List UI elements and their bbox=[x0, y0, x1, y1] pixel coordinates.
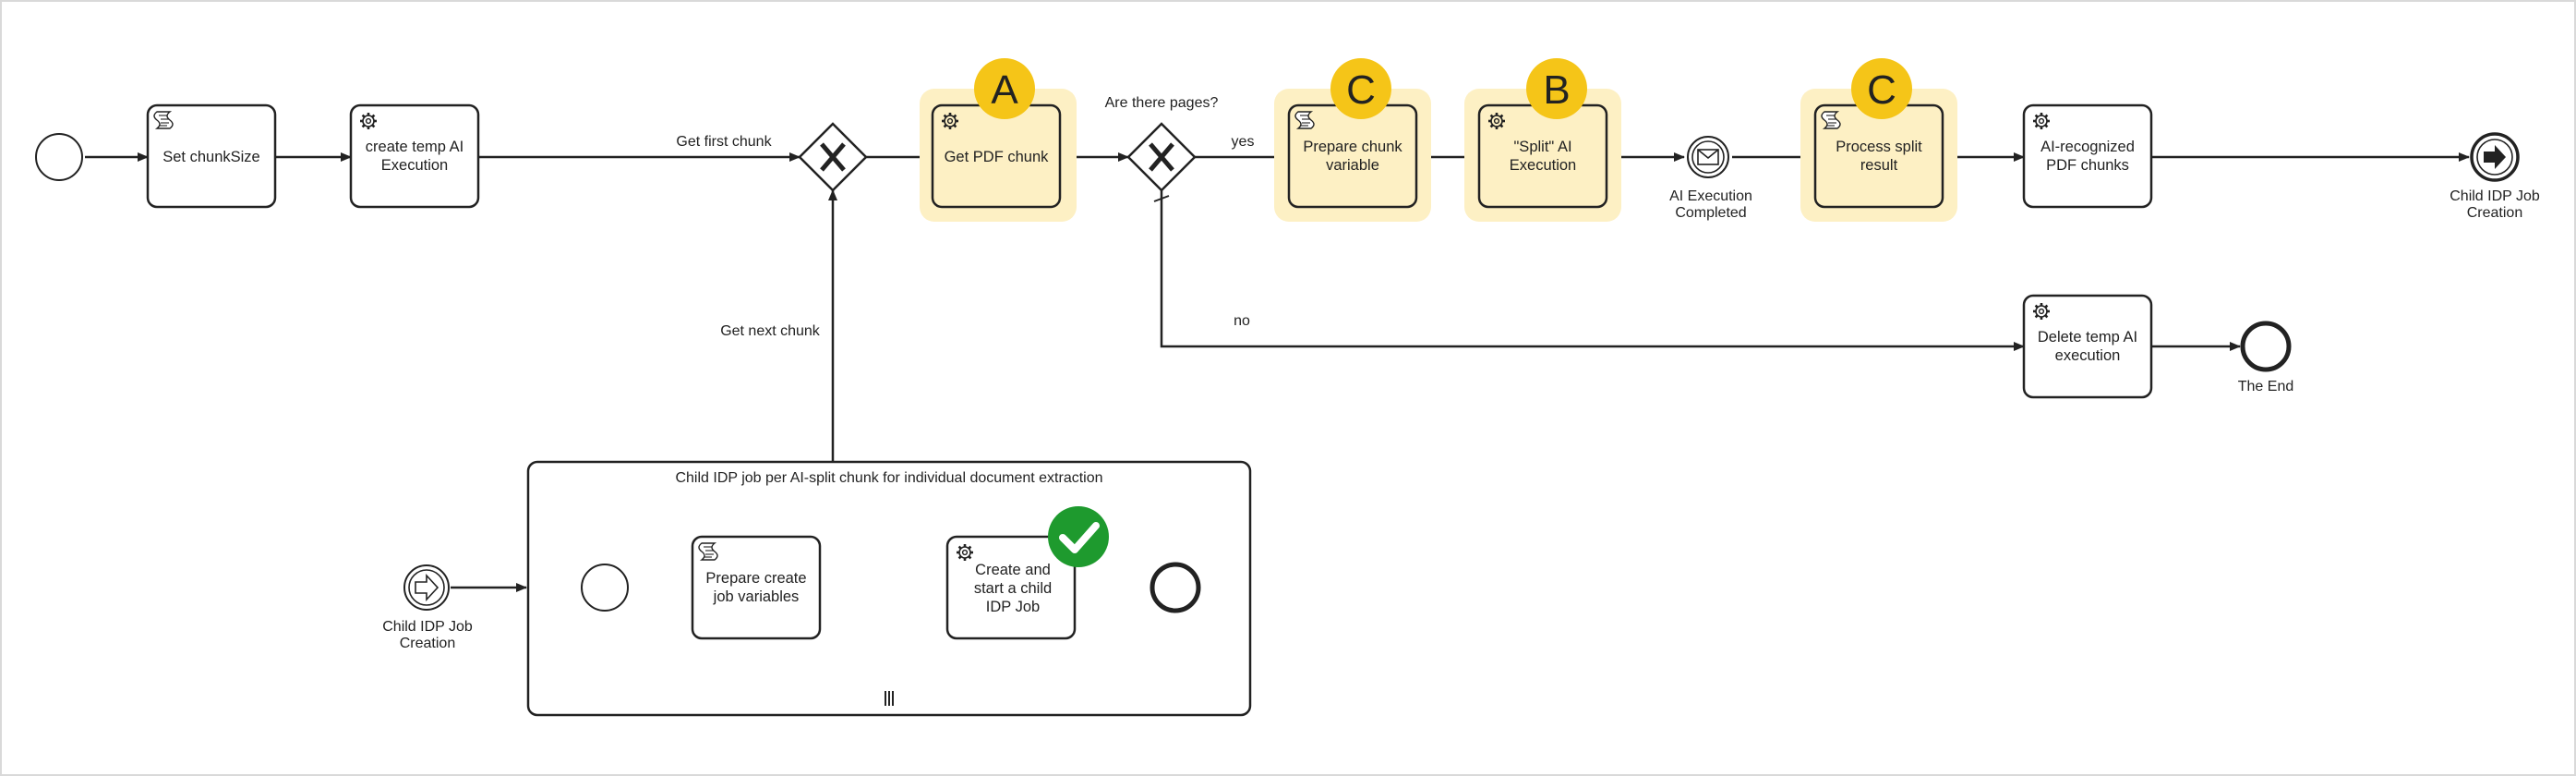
gateway-label: Are there pages? bbox=[1105, 95, 1219, 111]
subprocess-child-idp-job[interactable]: Child IDP job per AI-split chunk for ind… bbox=[526, 460, 1252, 717]
task-prepare-chunk-variable[interactable]: Prepare chunk variable C bbox=[1274, 58, 1431, 222]
subprocess-start-event[interactable] bbox=[581, 564, 629, 612]
task-label-line-1: AI-recognized bbox=[2040, 139, 2135, 155]
task-ai-recognized-pdf-chunks[interactable]: AI-recognized PDF chunks bbox=[2022, 103, 2153, 209]
flow-label-no: no bbox=[1234, 313, 1250, 329]
task-label-line-2: job variables bbox=[713, 588, 800, 605]
event-child-idp-job-creation-start[interactable] bbox=[403, 564, 450, 611]
task-label-line-2: variable bbox=[1326, 157, 1379, 174]
task-process-split-result[interactable]: Process split result C bbox=[1800, 58, 1957, 222]
flow-label-get-first-chunk: Get first chunk bbox=[676, 134, 772, 150]
task-label-line-1: Process split bbox=[1836, 139, 1922, 155]
task-label-line-2: result bbox=[1860, 157, 1898, 174]
badge-label: A bbox=[991, 67, 1018, 113]
check-icon bbox=[1048, 506, 1109, 567]
task-label-line-2: PDF chunks bbox=[2046, 157, 2129, 174]
event-label-line-1: AI Execution bbox=[1669, 188, 1752, 204]
event-label-line-1: Child IDP Job bbox=[382, 619, 473, 635]
event-child-idp-job-creation-end[interactable] bbox=[2470, 132, 2520, 182]
task-label: Get PDF chunk bbox=[945, 149, 1050, 165]
task-label-line-2: start a child bbox=[974, 580, 1052, 597]
badge-c bbox=[1330, 58, 1391, 119]
task-label: Set chunkSize bbox=[163, 149, 259, 165]
task-get-pdf-chunk[interactable]: Get PDF chunk A bbox=[920, 58, 1077, 222]
parallel-multi-instance-icon bbox=[885, 691, 894, 706]
task-prepare-create-job-variables[interactable]: Prepare create job variables bbox=[691, 535, 822, 640]
envelope-icon bbox=[1697, 149, 1719, 165]
task-set-chunk-size[interactable]: Set chunkSize bbox=[146, 103, 277, 209]
subprocess-title: Child IDP job per AI-split chunk for ind… bbox=[675, 470, 1102, 486]
subprocess-end-event[interactable] bbox=[1150, 562, 1201, 613]
badge-label: C bbox=[1346, 67, 1376, 113]
badge-b bbox=[1526, 58, 1587, 119]
event-label-line-2: Creation bbox=[400, 636, 455, 651]
task-split-ai-execution[interactable]: "Split" AI Execution B bbox=[1464, 58, 1621, 222]
event-label-line-2: Completed bbox=[1675, 205, 1746, 221]
task-label-line-3: IDP Job bbox=[986, 599, 1040, 615]
event-label-line-2: Creation bbox=[2467, 205, 2522, 221]
task-label-line-2: Execution bbox=[381, 157, 448, 174]
task-label-line-2: execution bbox=[2055, 347, 2121, 364]
flow-label-get-next-chunk: Get next chunk bbox=[720, 323, 821, 339]
badge-label: C bbox=[1867, 67, 1896, 113]
task-label-line-1: "Split" AI bbox=[1513, 139, 1571, 155]
event-label-line-1: Child IDP Job bbox=[2450, 188, 2540, 204]
flow-no[interactable] bbox=[1160, 190, 2025, 351]
task-create-and-start-child-idp-job[interactable]: Create and start a child IDP Job bbox=[945, 506, 1109, 640]
gateway-are-there-pages[interactable] bbox=[1126, 122, 1197, 192]
task-label-line-1: create temp AI bbox=[366, 139, 463, 155]
event-ai-execution-completed[interactable] bbox=[1687, 136, 1729, 178]
task-label-line-1: Prepare create bbox=[705, 570, 806, 587]
task-label-line-2: Execution bbox=[1510, 157, 1576, 174]
arrow-right-icon bbox=[2484, 145, 2506, 169]
flow-label-yes: yes bbox=[1232, 134, 1255, 150]
badge-a bbox=[974, 58, 1035, 119]
arrow-right-icon bbox=[415, 573, 439, 602]
badge-c bbox=[1851, 58, 1912, 119]
badge-label: B bbox=[1543, 67, 1570, 113]
task-create-temp-ai-execution[interactable]: create temp AI Execution bbox=[349, 103, 480, 209]
exclusive-x-icon bbox=[1149, 142, 1174, 172]
default-flow-marker bbox=[1153, 195, 1170, 202]
event-label: The End bbox=[2238, 379, 2293, 394]
exclusive-x-icon bbox=[820, 142, 846, 172]
end-event-the-end[interactable] bbox=[2240, 321, 2292, 372]
gateway-merge[interactable] bbox=[798, 122, 868, 192]
task-delete-temp-ai-execution[interactable]: Delete temp AI execution bbox=[2022, 294, 2153, 399]
start-event[interactable] bbox=[35, 133, 83, 181]
task-label-line-1: Delete temp AI bbox=[2038, 329, 2137, 346]
task-label-line-1: Prepare chunk bbox=[1303, 139, 1402, 155]
task-label-line-1: Create and bbox=[975, 562, 1051, 578]
